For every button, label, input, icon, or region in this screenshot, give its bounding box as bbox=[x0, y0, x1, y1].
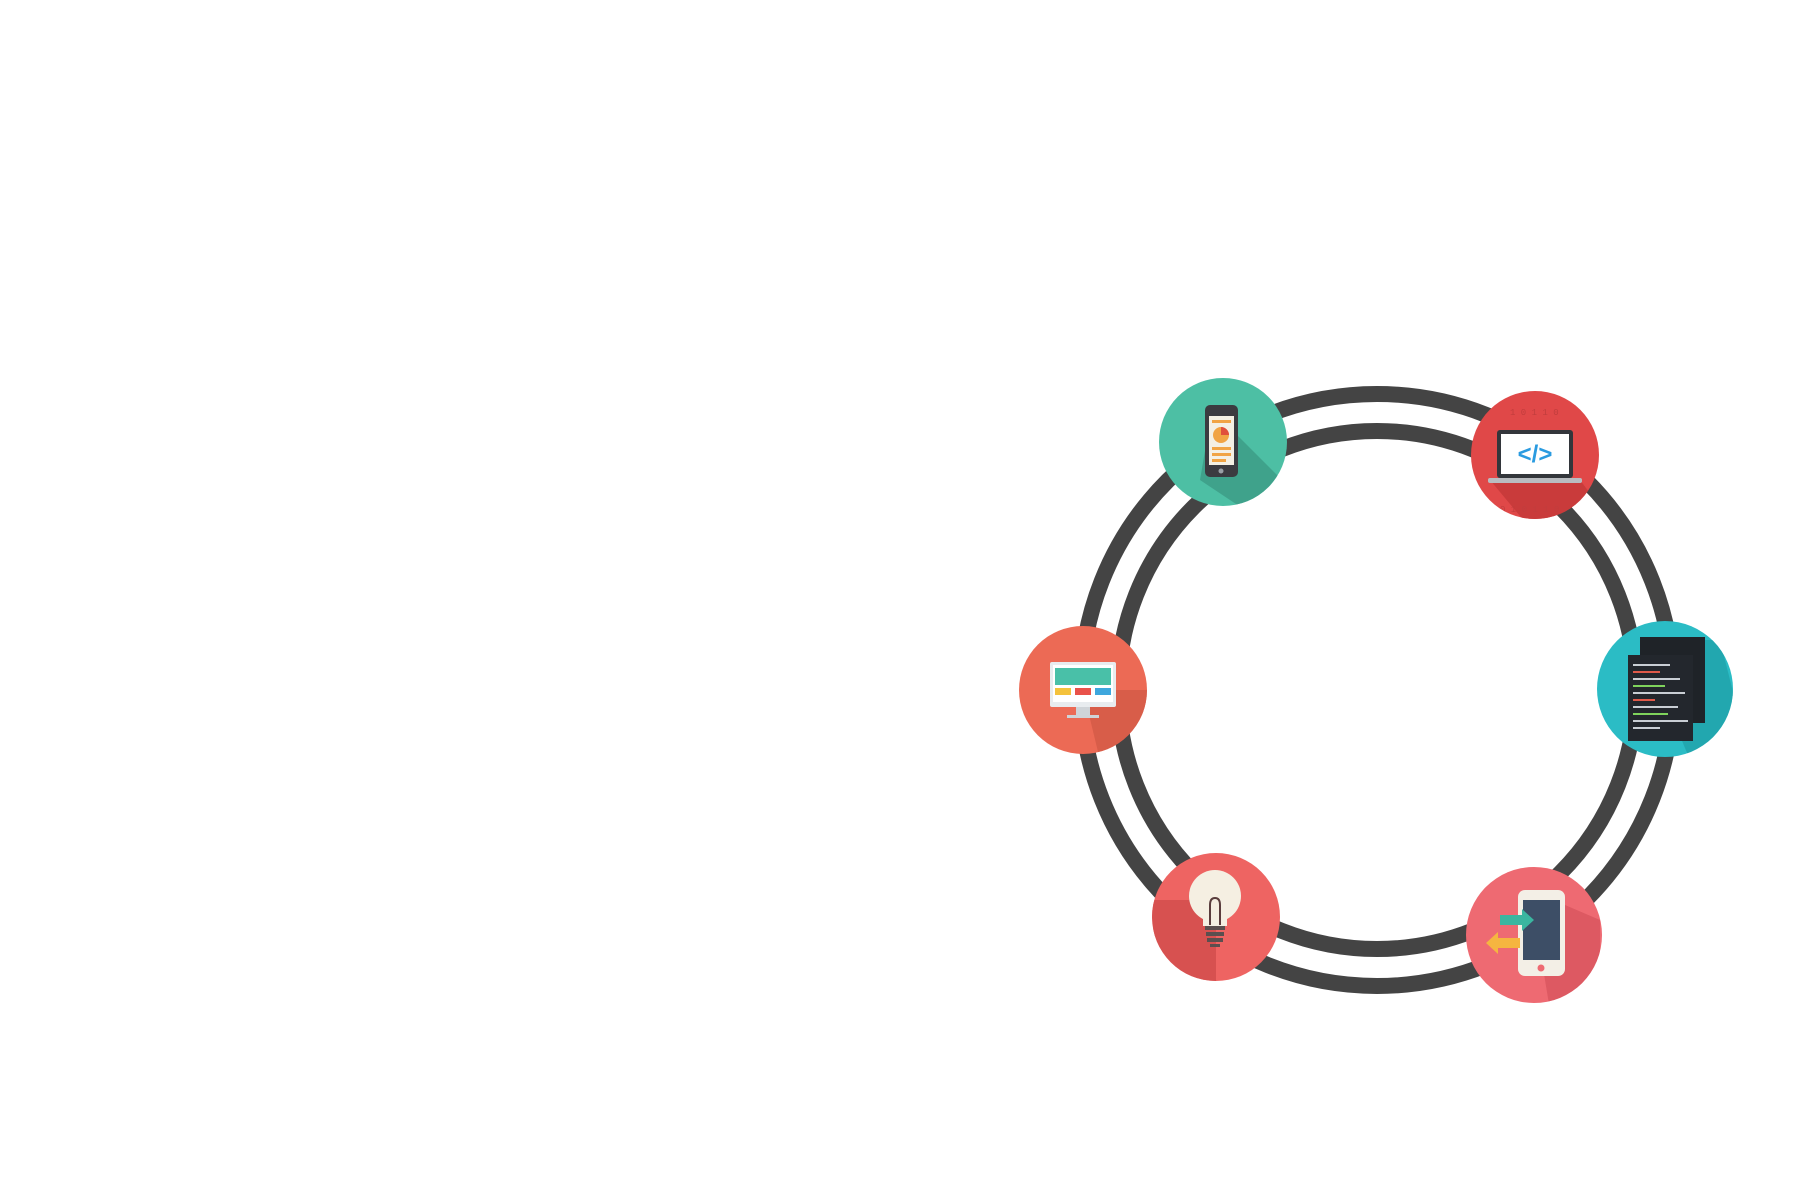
code-document-icon bbox=[1628, 637, 1705, 741]
node-code-documents bbox=[1597, 621, 1733, 757]
node-desktop-design bbox=[1019, 626, 1147, 754]
laptop-code-icon: </> bbox=[1488, 430, 1582, 483]
node-idea bbox=[1152, 853, 1280, 981]
mobile-chart-icon bbox=[1205, 405, 1238, 477]
node-web-code: 1 0 1 1 0 0 1 0 1 1 0 </> bbox=[1471, 391, 1599, 519]
binary-pattern: 1 0 1 1 0 bbox=[1510, 408, 1559, 418]
node-mobile-analytics bbox=[1159, 378, 1287, 506]
svg-text:</>: </> bbox=[1518, 441, 1553, 468]
lightbulb-icon bbox=[1189, 870, 1241, 947]
node-mobile-transfer bbox=[1466, 867, 1602, 1003]
binary-pattern: 0 1 0 1 1 0 bbox=[1500, 505, 1559, 515]
smartphone-transfer-icon bbox=[1486, 890, 1565, 976]
monitor-layout-icon bbox=[1050, 662, 1116, 718]
